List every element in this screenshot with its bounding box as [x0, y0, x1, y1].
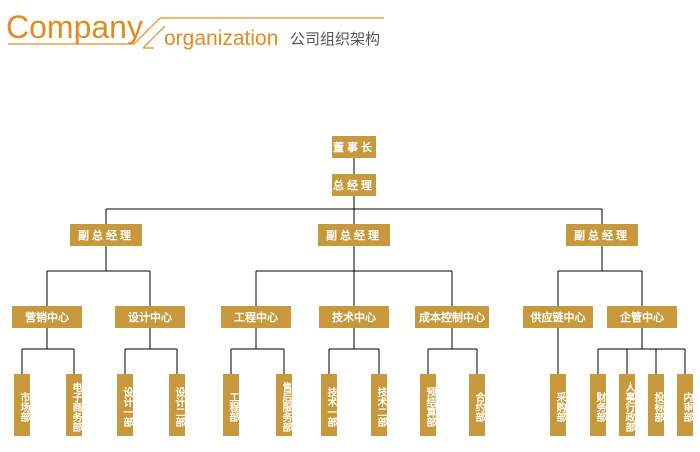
node-center-engineering: 工程中心 — [221, 306, 291, 328]
node-dept-contract: 合约部 — [469, 374, 485, 436]
node-dept-after-sales: 售后服务部 — [276, 374, 292, 436]
header-title: Company — [6, 9, 143, 45]
node-dept-audit: 内审部 — [677, 374, 693, 436]
node-center-marketing: 营销中心 — [12, 306, 82, 328]
node-center-supply-chain: 供应链中心 — [523, 306, 593, 328]
header-divider — [8, 17, 384, 49]
node-general-manager: 总经理 — [332, 174, 376, 196]
node-dept-tech-1: 技术一部 — [321, 374, 337, 436]
header-title-cn: 公司组织架构 — [290, 30, 381, 48]
node-vp-right: 副总经理 — [566, 224, 638, 246]
node-dept-design-1: 设计一部 — [117, 374, 133, 436]
node-vp-left: 副总经理 — [70, 224, 142, 246]
node-dept-market: 市场部 — [14, 374, 30, 436]
node-center-enterprise-mgmt: 企管中心 — [607, 306, 677, 328]
node-dept-budget: 预结算部 — [420, 374, 436, 436]
node-center-technology: 技术中心 — [319, 306, 389, 328]
node-dept-finance: 财务部 — [590, 374, 606, 436]
node-dept-ecommerce: 电子商务部 — [66, 374, 82, 436]
node-dept-engineering: 工程部 — [223, 374, 239, 436]
node-dept-tech-2: 技术二部 — [371, 374, 387, 436]
header-subtitle: organization — [164, 27, 279, 50]
node-chairman: 董事长 — [332, 136, 376, 158]
node-vp-middle: 副总经理 — [318, 224, 390, 246]
node-dept-bidding: 投标部 — [648, 374, 664, 436]
node-center-cost-control: 成本控制中心 — [415, 306, 489, 328]
node-dept-procurement: 采购部 — [550, 374, 566, 436]
node-dept-hr-admin: 人事行政部 — [619, 374, 635, 436]
node-dept-design-2: 设计二部 — [169, 374, 185, 436]
node-center-design: 设计中心 — [115, 306, 185, 328]
